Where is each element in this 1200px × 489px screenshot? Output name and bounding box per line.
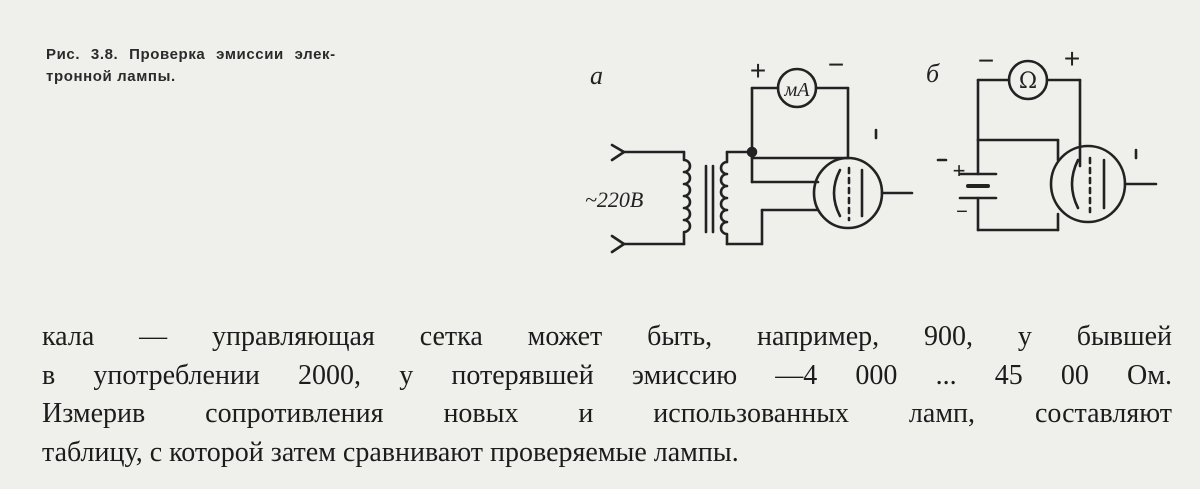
- body-paragraph: кала — управляющая сетка может быть, нап…: [42, 318, 1172, 472]
- input-terminal-bottom: [610, 234, 626, 254]
- diagram-b-minus: −: [978, 45, 994, 76]
- voltage-label: ~220В: [585, 187, 643, 212]
- input-terminal-top: [610, 143, 626, 162]
- diagram-a-plus: +: [750, 55, 766, 86]
- circuit-diagrams: а мА + − ~220В: [585, 43, 1158, 254]
- diagram-b: б Ω − + + −: [926, 43, 1158, 232]
- battery-minus: −: [956, 201, 968, 223]
- tube-cathode: [832, 168, 842, 218]
- transformer-secondary-coil: [719, 150, 729, 246]
- tube-cathode: [1070, 158, 1080, 210]
- diagram-b-label: б: [926, 59, 940, 88]
- battery-plus: +: [953, 158, 966, 183]
- diagram-b-plus: +: [1064, 43, 1080, 74]
- body-line: кала — управляющая сетка может быть, нап…: [42, 321, 1172, 352]
- caption-line-2: тронной лампы.: [46, 68, 176, 85]
- diagram-a-minus: −: [828, 49, 844, 80]
- diagram-a-label: а: [590, 61, 603, 90]
- milliammeter-label: мА: [784, 79, 811, 101]
- vacuum-tube-b: [1049, 144, 1127, 224]
- figure-caption: Рис. 3.8. Проверка эмиссии элек- тронной…: [46, 44, 516, 88]
- body-line: Измерив сопротивления новых и использова…: [42, 398, 1172, 429]
- body-line: в употреблении 2000, у потерявшей эмисси…: [42, 359, 1172, 391]
- caption-line-1: Рис. 3.8. Проверка эмиссии элек-: [46, 46, 336, 63]
- transformer-primary-coil: [682, 150, 692, 246]
- ohmmeter-label: Ω: [1019, 69, 1037, 94]
- body-line: таблицу, с которой затем сравнивают пров…: [42, 436, 739, 468]
- diagram-a: а мА + − ~220В: [585, 49, 914, 254]
